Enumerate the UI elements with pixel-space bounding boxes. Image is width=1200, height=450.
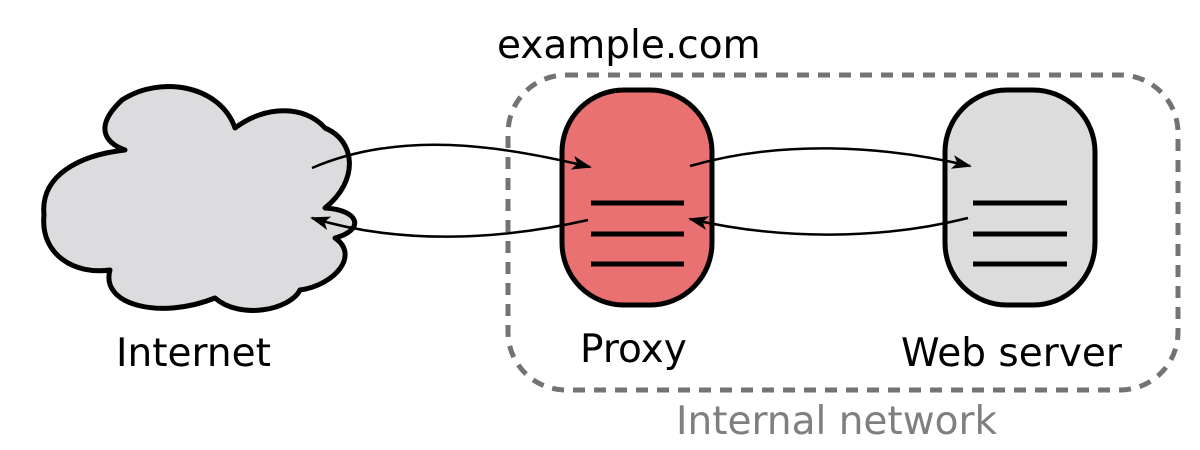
arrow-proxy-to-internet (310, 216, 589, 238)
proxy-label: Proxy (580, 327, 687, 372)
proxy-server (559, 87, 715, 308)
arrow-proxy-to-webserver (689, 147, 972, 169)
internal-network-label: Internal network (676, 399, 997, 444)
domain-title: example.com (497, 23, 761, 68)
internal-network-zone (505, 72, 1181, 393)
arrow-internet-to-proxy (311, 143, 592, 170)
proxy-server-icon (559, 87, 715, 308)
arrow-webserver-to-proxy (688, 216, 969, 236)
internet-cloud-icon (41, 84, 358, 313)
web-server-label: Web server (901, 331, 1123, 376)
web-server (942, 87, 1098, 308)
web-server-icon (942, 87, 1098, 308)
internet-label: Internet (116, 331, 271, 376)
